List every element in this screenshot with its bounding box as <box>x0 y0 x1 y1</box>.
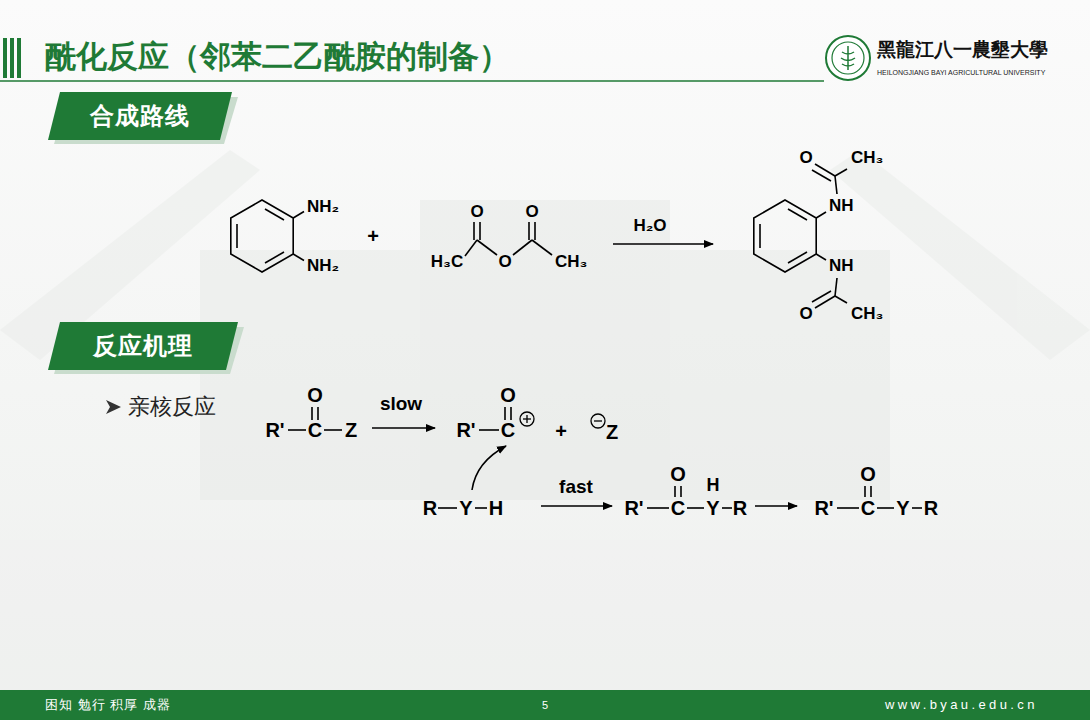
atom-label: O <box>670 463 686 485</box>
tab-fill <box>48 322 238 370</box>
atom-label: Z <box>606 421 618 443</box>
atom-label: Y <box>706 497 719 519</box>
section-tab: 反应机理 <box>48 322 238 370</box>
mechanism-bonds <box>288 407 922 508</box>
atom-label: Z <box>345 419 357 441</box>
atom-label: O <box>470 203 483 222</box>
atom-label: R <box>924 497 938 519</box>
atom-label: NH <box>829 197 854 216</box>
section-tab: 合成路线 <box>48 92 232 140</box>
page-number: 5 <box>542 699 548 711</box>
reaction-arrow <box>613 243 713 245</box>
atom-label: O <box>498 253 511 272</box>
tab-fill <box>48 92 232 140</box>
atom-label: NH₂ <box>307 198 339 217</box>
acetic-anhydride-structure <box>465 222 552 256</box>
section-title: 反应机理 <box>93 333 193 359</box>
atom-label: CH₃ <box>851 149 883 168</box>
footer-motto: 困知 勉行 积厚 成器 <box>45 698 171 712</box>
atom-label: O <box>500 384 516 406</box>
atom-label: C <box>308 419 322 441</box>
atom-label: O <box>799 149 812 168</box>
footer-band: 困知 勉行 积厚 成器 5 www.byau.edu.cn <box>0 690 1090 720</box>
atom-label: O <box>307 384 323 406</box>
atom-label: R' <box>265 419 284 441</box>
bullet-text: 亲核反应 <box>128 395 216 419</box>
title-rule <box>0 80 824 82</box>
atom-label: O <box>799 305 812 324</box>
step-label: fast <box>559 477 593 498</box>
step-label: slow <box>380 394 422 415</box>
header-bars <box>3 38 21 78</box>
atom-label: Y <box>896 497 909 519</box>
reagent-label: H₂O <box>633 217 666 236</box>
phenylenediamine-structure <box>231 200 304 272</box>
atom-label: O <box>860 463 876 485</box>
atom-label: O <box>525 203 538 222</box>
mechanism-arrows <box>372 428 797 506</box>
section-title: 合成路线 <box>90 103 190 129</box>
atom-label: R' <box>814 497 833 519</box>
university-emblem <box>826 36 870 80</box>
campus-backdrop <box>0 150 1090 690</box>
atom-label: H₃C <box>431 253 463 272</box>
footer-url: www.byau.edu.cn <box>885 698 1038 712</box>
atom-label: H <box>707 476 720 496</box>
atom-label: CH₃ <box>851 305 883 324</box>
atom-label: NH <box>829 257 854 276</box>
atom-label: NH₂ <box>307 257 339 276</box>
atom-label: R <box>423 497 437 519</box>
atom-label: Y <box>459 497 472 519</box>
slide-title: 酰化反应（邻苯二乙酰胺的制备） <box>45 40 510 74</box>
atom-label: CH₃ <box>555 253 587 272</box>
plus-sign: + <box>367 225 379 247</box>
plus-sign: + <box>555 420 567 442</box>
atom-label: C <box>861 497 875 519</box>
diacetamide-structure <box>754 164 847 308</box>
logo-subtitle: HEILONGJIANG BAYI AGRICULTURAL UNIVERSIT… <box>877 69 1045 77</box>
bullet-symbol <box>106 400 121 414</box>
atom-label: R' <box>624 497 643 519</box>
atom-label: R <box>733 497 747 519</box>
atom-label: C <box>671 497 685 519</box>
atom-label: C <box>501 419 515 441</box>
logo-name: 黑龍江八一農墾大學 <box>877 40 1048 61</box>
atom-label: H <box>489 497 503 519</box>
atom-label: R' <box>456 419 475 441</box>
